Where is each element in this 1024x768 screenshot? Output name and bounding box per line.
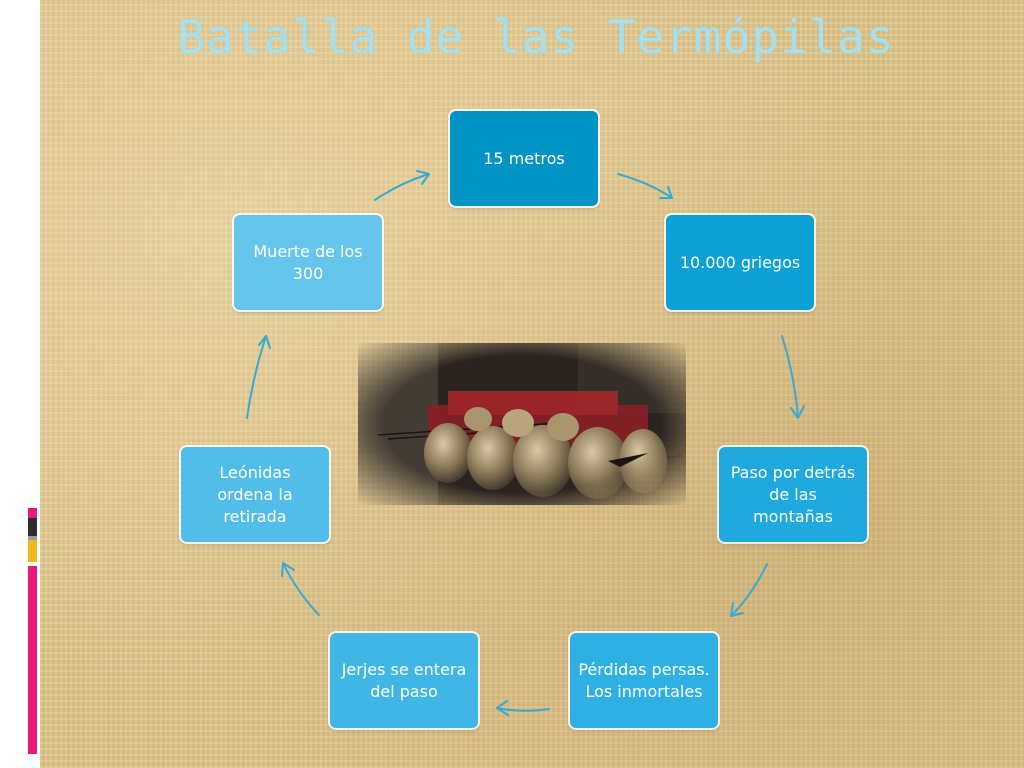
deco-bar-yellow	[28, 540, 37, 562]
deco-bar-pink-top	[28, 508, 37, 518]
cycle-node-jerjes-se-entera: Jerjes se entera del paso	[330, 633, 478, 728]
left-strip	[0, 0, 40, 768]
spartan-soldiers-image	[358, 343, 686, 505]
slide-title: Batalla de las Termópilas	[177, 10, 895, 64]
cycle-node-muerte-de-los-300: Muerte de los 300	[234, 215, 382, 310]
deco-bar-pink-long	[28, 566, 37, 754]
cycle-node-perdidas-persas: Pérdidas persas. Los inmortales	[570, 633, 718, 728]
cycle-node-15-metros: 15 metros	[450, 111, 598, 206]
deco-bar-dark	[28, 518, 37, 536]
cycle-node-paso-por-detras: Paso por detrás de las montañas	[719, 447, 867, 542]
deco-bar-gray	[28, 536, 37, 540]
cycle-node-leonidas-retirada: Leónidas ordena la retirada	[181, 447, 329, 542]
spartan-soldiers-illustration	[358, 343, 686, 505]
cycle-node-10000-griegos: 10.000 griegos	[666, 215, 814, 310]
